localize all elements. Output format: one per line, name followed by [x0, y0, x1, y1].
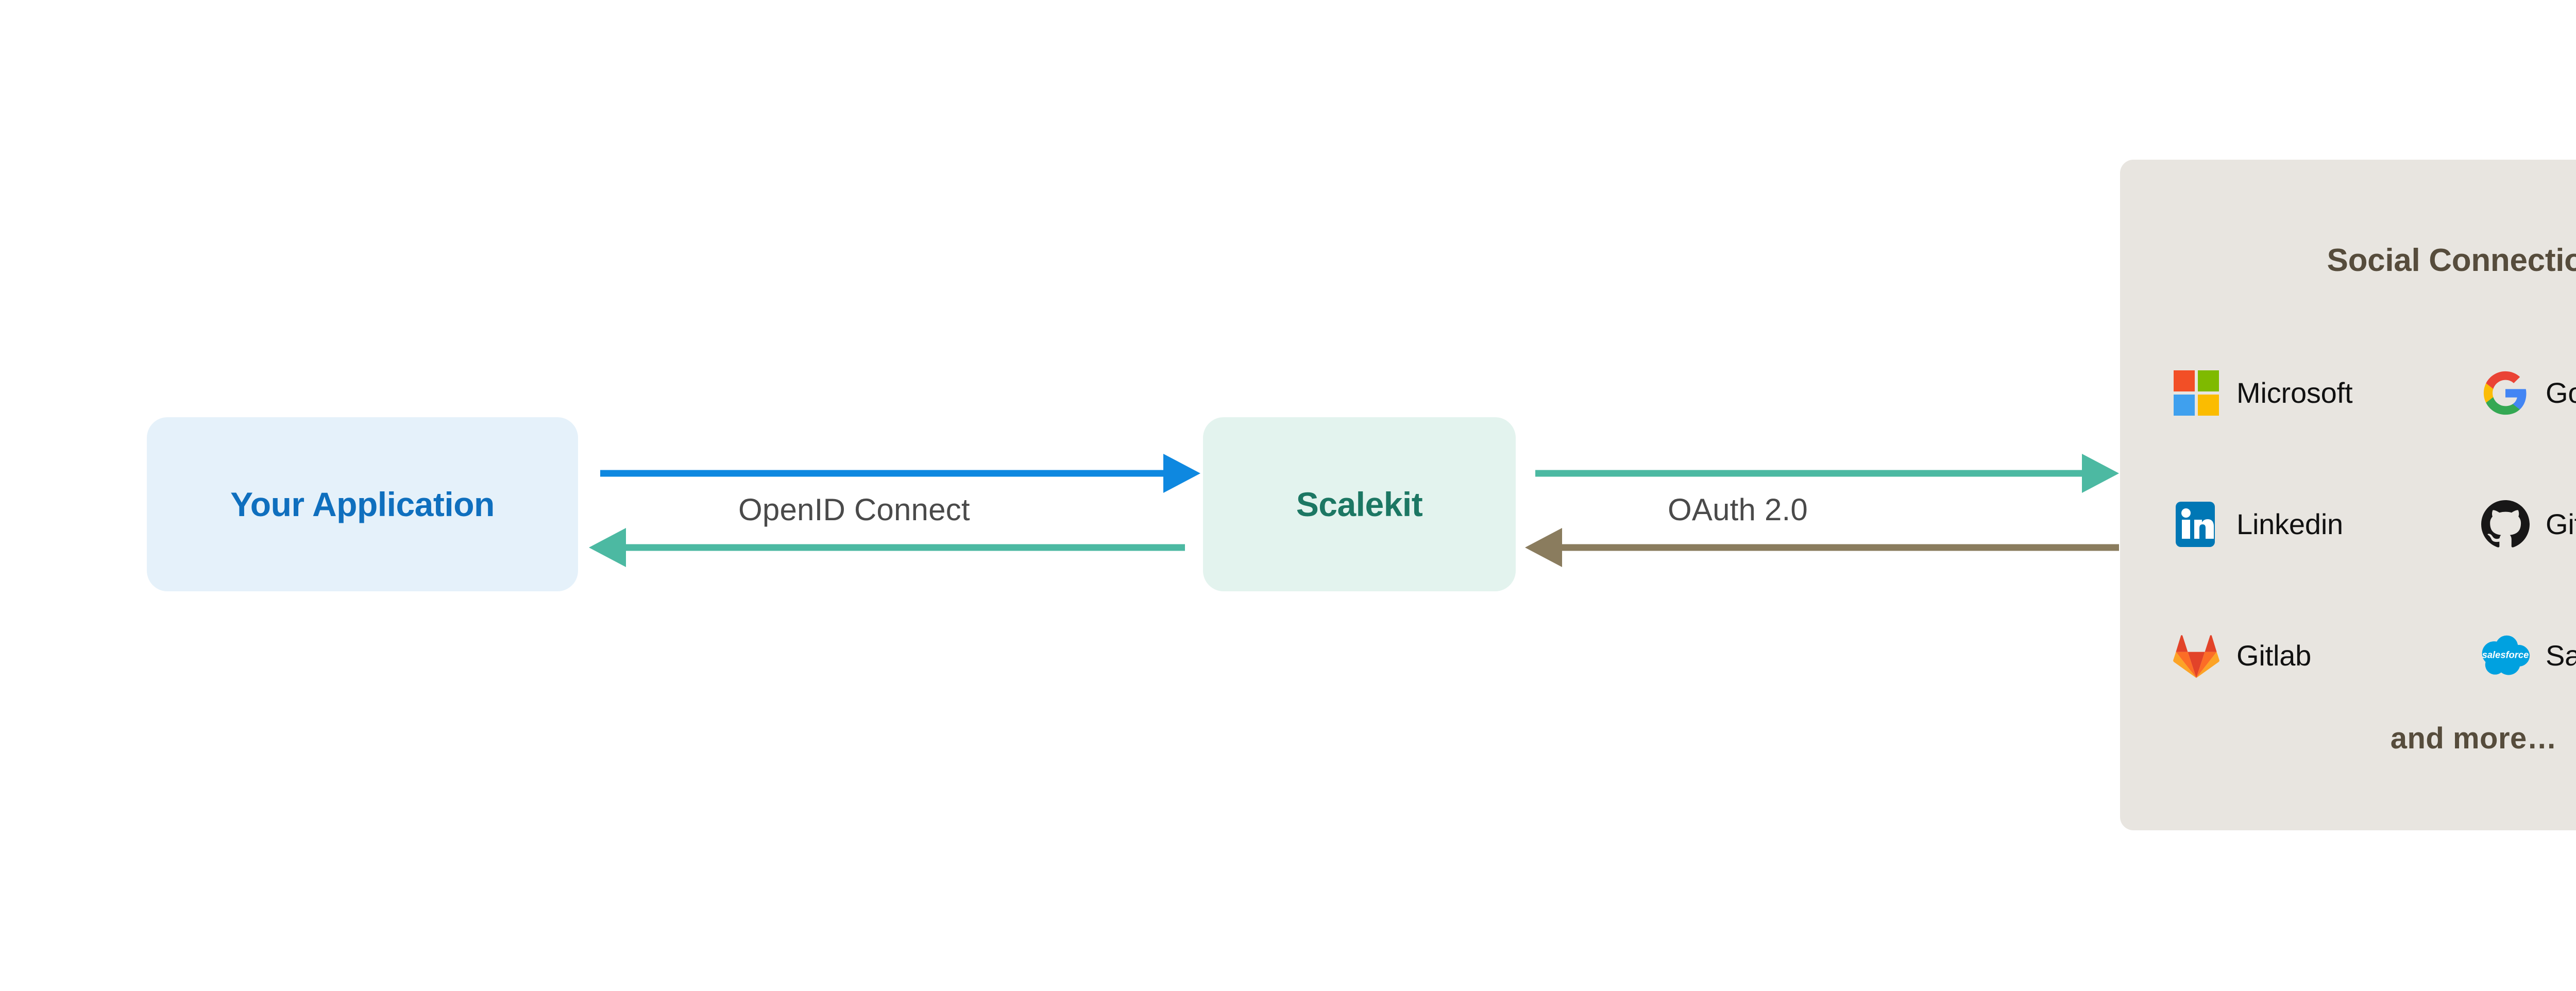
social-provider-label: Google [2546, 377, 2576, 409]
svg-text:salesforce: salesforce [2482, 649, 2529, 660]
openid-connect-label: OpenID Connect [738, 492, 970, 527]
arrow-oauth-response [1525, 528, 2119, 567]
microsoft-icon [2172, 368, 2221, 418]
your-application-node[interactable]: Your Application [147, 417, 578, 591]
arrow-openid-connect-response [589, 528, 1185, 567]
social-provider-github[interactable]: Github [2481, 458, 2576, 590]
arrow-oauth-request [1535, 454, 2119, 493]
social-provider-label: Linkedin [2236, 508, 2344, 540]
social-provider-linkedin[interactable]: Linkedin [2172, 458, 2481, 590]
social-provider-microsoft[interactable]: Microsoft [2172, 327, 2481, 458]
scalekit-label: Scalekit [1296, 485, 1423, 523]
linkedin-icon [2172, 500, 2221, 549]
social-connections-panel: Social Connections Microsoft [2120, 160, 2576, 830]
social-provider-label: Gitlab [2236, 639, 2312, 672]
social-connections-title: Social Connections [2327, 243, 2576, 278]
oauth-label: OAuth 2.0 [1668, 492, 1808, 527]
social-provider-label: Microsoft [2236, 377, 2353, 409]
and-more-label: and more… [2390, 722, 2557, 755]
your-application-label: Your Application [230, 485, 495, 523]
social-provider-label: Github [2546, 508, 2576, 540]
social-provider-salesforce[interactable]: salesforce Salesforce [2481, 590, 2576, 721]
github-icon [2481, 500, 2530, 549]
social-provider-gitlab[interactable]: Gitlab [2172, 590, 2481, 721]
salesforce-icon: salesforce [2481, 631, 2530, 680]
social-provider-grid: Microsoft Google [2172, 327, 2576, 721]
google-icon [2481, 368, 2530, 418]
scalekit-node[interactable]: Scalekit [1203, 417, 1516, 591]
arrow-openid-connect-request [600, 454, 1200, 493]
gitlab-icon [2172, 631, 2221, 680]
social-provider-google[interactable]: Google [2481, 327, 2576, 458]
social-provider-label: Salesforce [2546, 639, 2576, 672]
